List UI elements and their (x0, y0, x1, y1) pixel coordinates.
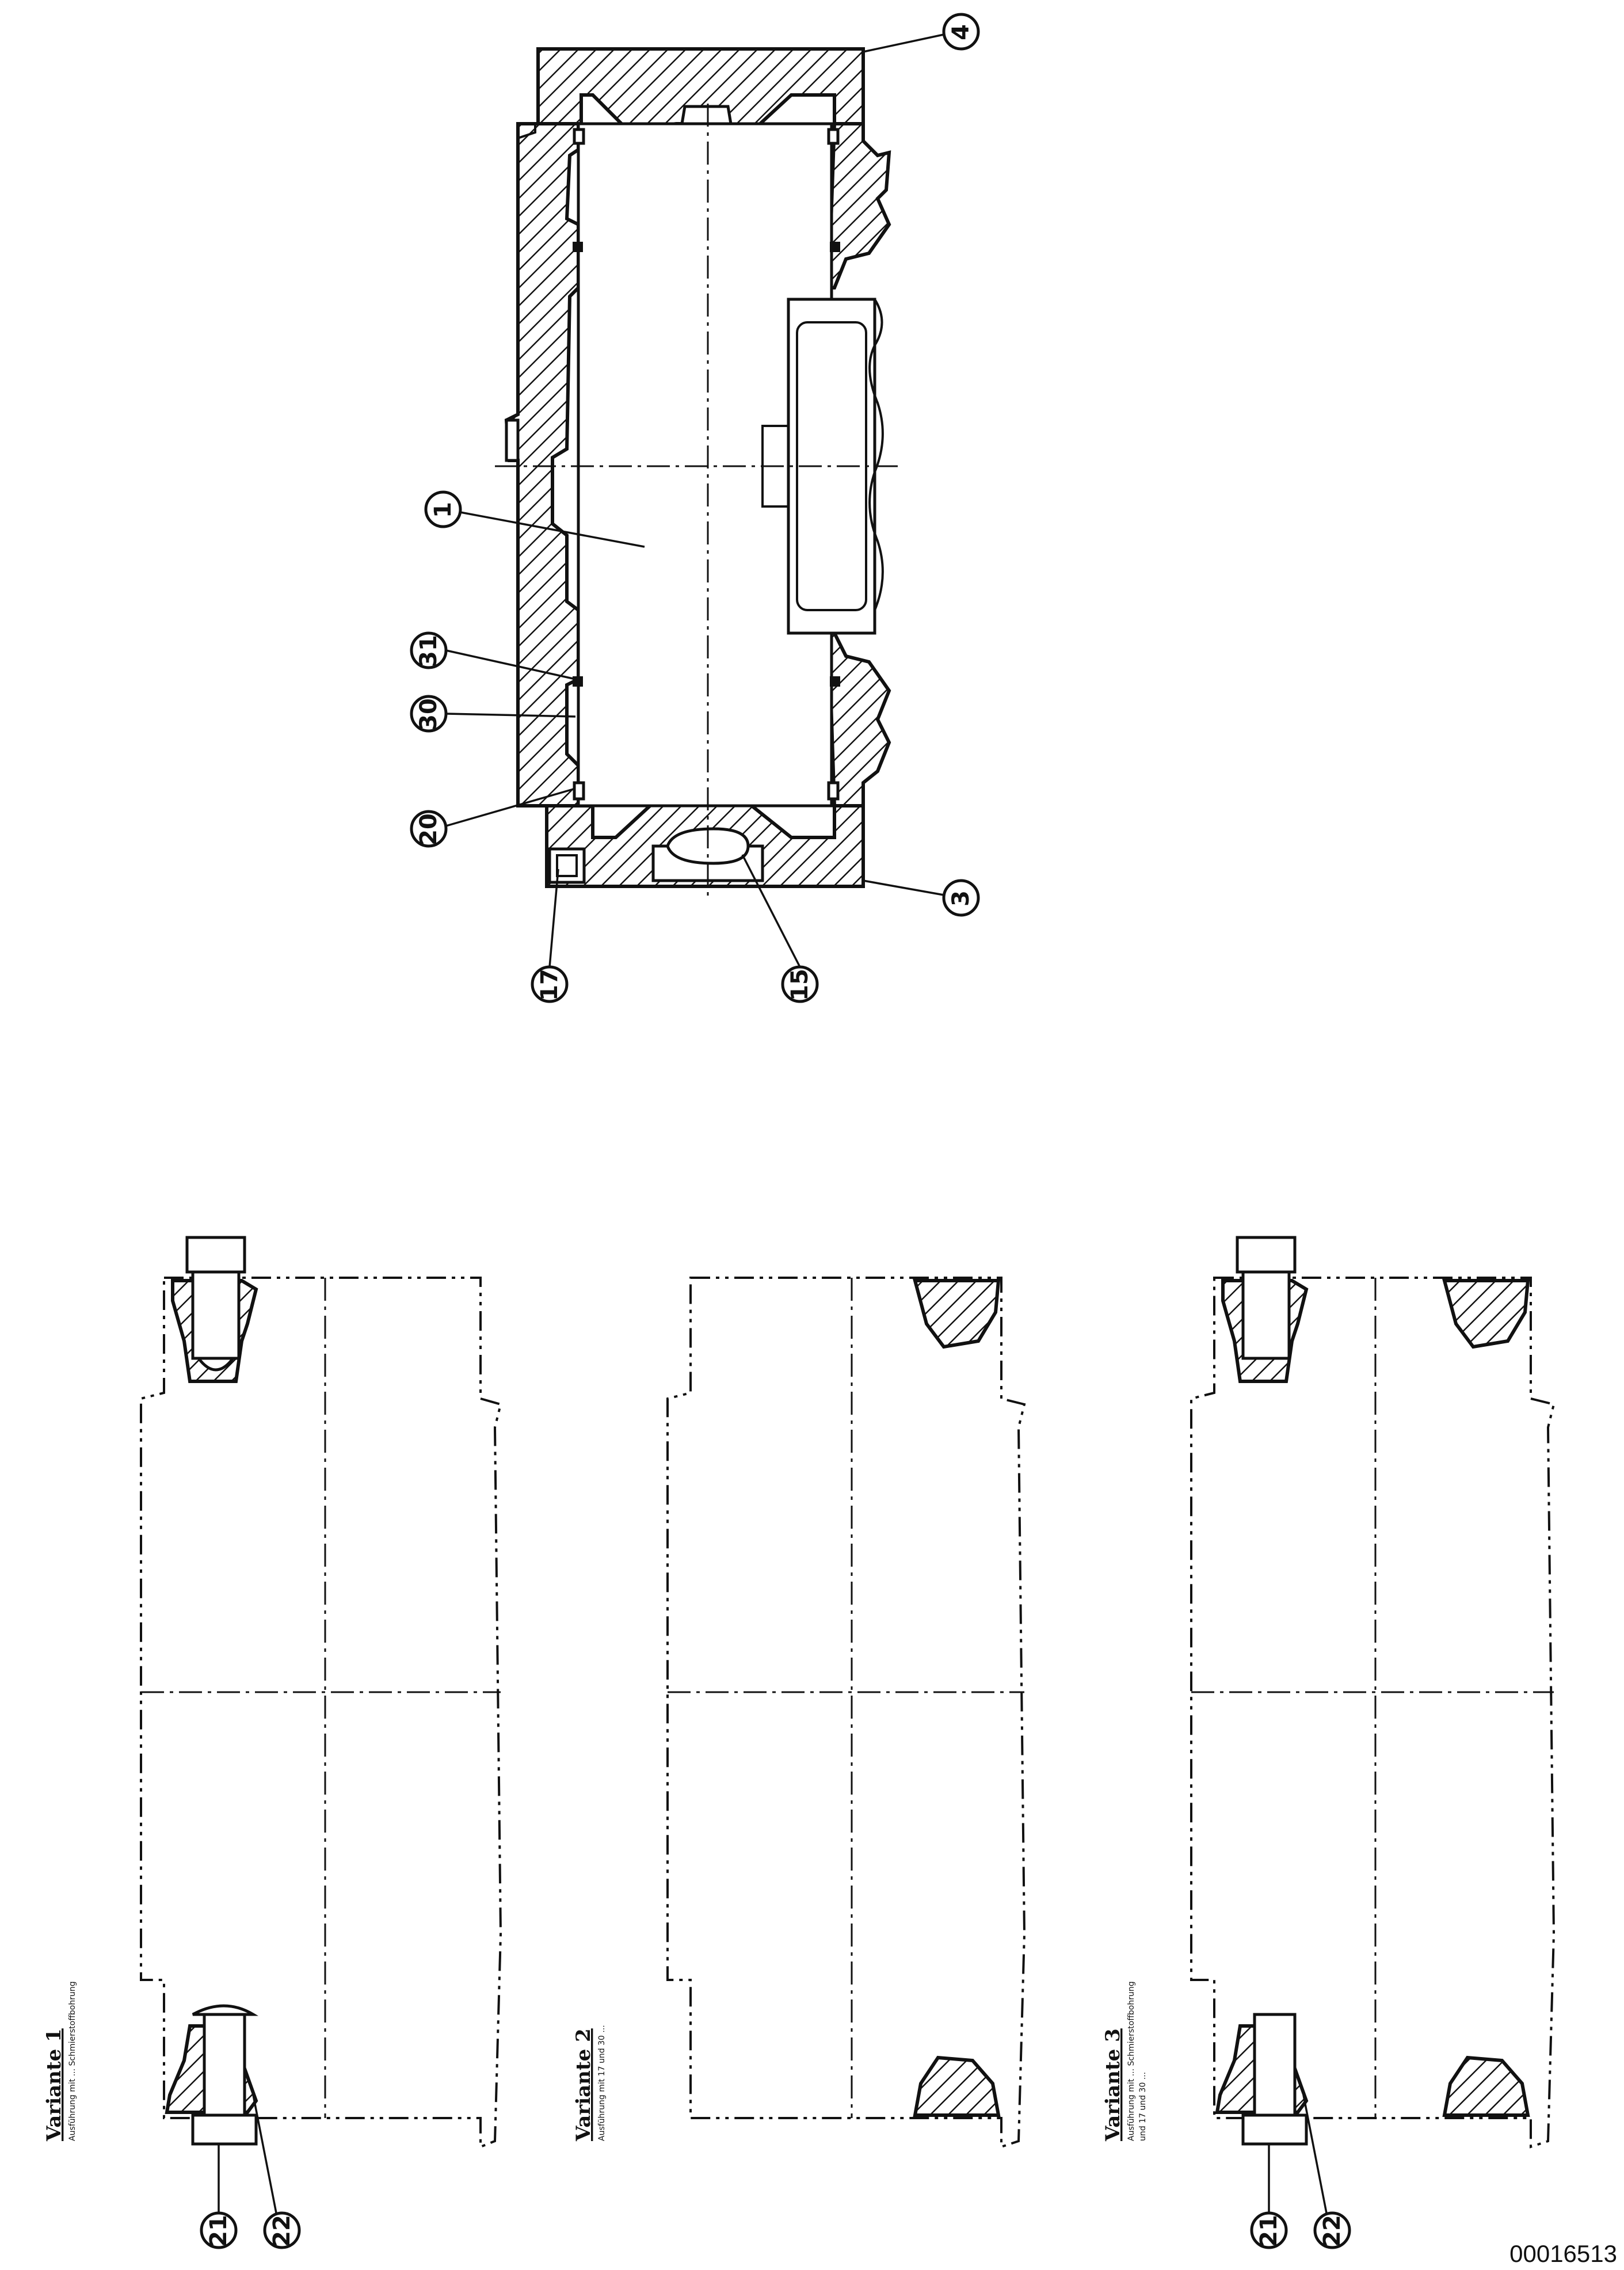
housing-left-step (517, 123, 536, 139)
variant-1-outline (140, 1277, 502, 2149)
section-view (495, 47, 898, 898)
svg-text:1: 1 (430, 502, 456, 518)
v1-nut-bottom (191, 2113, 258, 2146)
svg-text:31: 31 (415, 635, 442, 667)
seal-top-right (827, 128, 840, 145)
housing-right (826, 122, 891, 290)
svg-text:22: 22 (1319, 2215, 1345, 2247)
seal-bottom-left (573, 781, 585, 801)
variant-3-subtitle-2: und 17 und 30 ... (1138, 2072, 1148, 2141)
cap-plug-top (680, 105, 733, 125)
v3-nut-bottom (1241, 2113, 1308, 2146)
variant-3: Variante 3 Ausführung mit ... Schmiersto… (1101, 1236, 1556, 2249)
plug-17-inner (556, 854, 578, 877)
housing-left (504, 122, 580, 808)
document-number: 00016513 (1509, 2240, 1617, 2267)
variant-3-outline (1190, 1277, 1556, 2149)
svg-text:21: 21 (205, 2215, 232, 2247)
v3-bolt-bottom (1253, 2013, 1297, 2131)
variant-1-subtitle: Ausführung mit ... Schmierstoffbohrung (68, 1981, 77, 2141)
svg-text:4: 4 (948, 24, 974, 40)
svg-text:22: 22 (269, 2215, 295, 2247)
callout-22-v1 (263, 2211, 301, 2249)
variant-2: Variante 2 Ausführung mit 17 und 30 ... (572, 1277, 1026, 2149)
variant-3-subtitle: Ausführung mit ... Schmierstoffbohrung (1127, 1981, 1136, 2141)
callout-22-v3 (1313, 2211, 1351, 2249)
variant-2-outline (666, 1277, 1026, 2149)
callout-15 (781, 965, 819, 1003)
oring-top-left (573, 242, 583, 252)
callout-31 (410, 631, 448, 669)
svg-text:17: 17 (536, 969, 563, 1001)
seal-bottom-right (827, 781, 840, 801)
svg-text:3: 3 (948, 890, 974, 907)
svg-text:15: 15 (787, 969, 813, 1001)
callout-3 (942, 879, 980, 917)
v3-nut-top (1236, 1236, 1297, 1274)
v2-lug-top (913, 1279, 1001, 1349)
callout-21-v3 (1250, 2211, 1288, 2249)
callout-21-v1 (200, 2211, 238, 2249)
variant-2-title: Variante 2 (572, 2028, 595, 2142)
callout-20 (410, 810, 448, 848)
variant-3-title: Variante 3 (1101, 2028, 1124, 2142)
plug-17 (548, 847, 586, 884)
v2-lug-bottom (913, 2055, 1001, 2117)
flange-wavy (868, 298, 884, 633)
svg-text:21: 21 (1256, 2215, 1282, 2247)
callout-30 (410, 695, 448, 733)
variant-1: Variante 1 Ausführung mit ... Schmiersto… (43, 1236, 502, 2249)
housing-right-lower (826, 631, 891, 808)
oring-bottom-right (830, 676, 840, 687)
oring-top-right (830, 242, 840, 252)
callout-17 (531, 965, 569, 1003)
v1-nut-top (185, 1236, 246, 1274)
seal-top-left (573, 128, 585, 145)
callout-1 (424, 490, 462, 528)
svg-text:20: 20 (415, 813, 442, 845)
callouts-main: 4 1 31 30 20 3 17 15 (410, 13, 980, 1003)
variant-1-title: Variante 1 (43, 2028, 66, 2142)
callout-4 (942, 13, 980, 51)
svg-text:30: 30 (415, 698, 442, 730)
v1-bolt-bottom (203, 2013, 246, 2131)
oil-boss-left (505, 418, 520, 462)
variant-2-subtitle: Ausführung mit 17 und 30 ... (597, 2025, 607, 2141)
